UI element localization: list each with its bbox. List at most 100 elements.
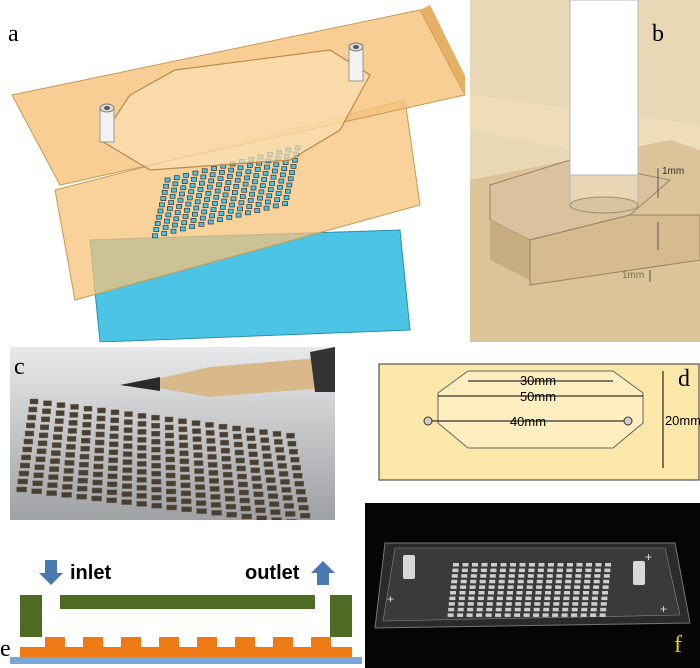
plus-mark-1: + bbox=[645, 550, 652, 564]
micropillar bbox=[290, 456, 300, 463]
micropillar bbox=[286, 519, 297, 520]
micropillar bbox=[151, 414, 160, 421]
micropillar bbox=[122, 459, 133, 465]
micropillar bbox=[181, 498, 192, 505]
micropillar bbox=[67, 428, 77, 434]
outlet-arrow bbox=[311, 561, 335, 585]
channel-left-wall bbox=[20, 595, 42, 637]
micropillar bbox=[110, 409, 120, 416]
micropillar bbox=[165, 464, 176, 471]
micropillar bbox=[487, 596, 494, 601]
micropillar bbox=[542, 613, 549, 617]
micropillar bbox=[477, 602, 484, 606]
micropillar bbox=[20, 462, 30, 469]
micropillar bbox=[286, 432, 295, 439]
micropillar bbox=[457, 607, 464, 612]
micropillar bbox=[600, 602, 607, 606]
micropillar bbox=[537, 574, 544, 578]
micropillar bbox=[49, 466, 60, 472]
micropillar bbox=[292, 157, 298, 163]
micropillar bbox=[34, 464, 45, 471]
micropillar bbox=[240, 505, 251, 512]
micropillar bbox=[178, 434, 188, 441]
micropillar bbox=[228, 167, 235, 173]
micropillar bbox=[295, 488, 306, 495]
micropillar bbox=[137, 429, 147, 435]
panel-e-cross-section: inlet outlet bbox=[10, 560, 362, 664]
micropillar bbox=[163, 183, 169, 189]
micropillar bbox=[79, 453, 90, 460]
micropillar bbox=[250, 185, 257, 191]
micropillar bbox=[166, 504, 177, 511]
micropillar bbox=[107, 465, 118, 472]
micropillar bbox=[136, 485, 147, 491]
micropillar bbox=[235, 212, 242, 218]
micropillar bbox=[563, 596, 570, 601]
micropillar bbox=[534, 602, 541, 606]
micropillar bbox=[245, 427, 255, 434]
micropillar bbox=[189, 183, 196, 188]
micropillar bbox=[490, 568, 497, 573]
micropillar bbox=[40, 424, 50, 431]
panel-d-dimensions: 30mm 50mm 40mm 20mm bbox=[378, 363, 700, 481]
micropillar bbox=[50, 458, 60, 464]
micropillar bbox=[165, 472, 176, 479]
micropillar bbox=[466, 613, 473, 617]
micropillar bbox=[449, 596, 456, 601]
micropillar bbox=[450, 585, 457, 589]
panel-c: c bbox=[10, 347, 335, 520]
photo-micropillar-array bbox=[16, 398, 311, 520]
micropillar bbox=[448, 607, 455, 612]
dim-30mm: 30mm bbox=[520, 373, 556, 388]
micropillar bbox=[593, 585, 600, 589]
plus-mark-2: + bbox=[660, 602, 667, 616]
micropillar bbox=[151, 422, 160, 429]
micropillar bbox=[277, 184, 283, 190]
micropillar bbox=[584, 574, 591, 578]
micropillar bbox=[510, 563, 516, 567]
micropillar bbox=[179, 466, 190, 473]
micropillar bbox=[537, 568, 544, 573]
dim-40mm: 40mm bbox=[510, 414, 546, 429]
micropillar bbox=[290, 164, 297, 169]
micropillar bbox=[96, 423, 106, 430]
micropillar bbox=[151, 462, 161, 469]
micropillar bbox=[263, 461, 273, 467]
micropillar bbox=[180, 482, 191, 489]
cross-section-pillars bbox=[45, 637, 331, 647]
micropillar bbox=[220, 439, 229, 446]
micropillar bbox=[174, 210, 181, 215]
micropillar bbox=[259, 429, 268, 435]
micropillar bbox=[237, 206, 243, 212]
micropillar bbox=[83, 413, 92, 420]
micropillar bbox=[28, 406, 38, 413]
micropillar bbox=[151, 470, 162, 477]
micropillar bbox=[238, 481, 248, 488]
micropillar bbox=[254, 167, 261, 172]
micropillar bbox=[137, 413, 147, 419]
micropillar bbox=[191, 420, 201, 426]
micropillar bbox=[472, 563, 478, 567]
micropillar bbox=[210, 494, 221, 500]
micropillar bbox=[136, 493, 147, 499]
panel-label-c: c bbox=[14, 354, 25, 380]
micropillar bbox=[232, 190, 238, 195]
micropillar bbox=[593, 579, 600, 584]
micropillar bbox=[497, 591, 504, 595]
micropillar bbox=[516, 591, 523, 595]
micropillar bbox=[257, 195, 263, 201]
micropillar bbox=[199, 180, 205, 186]
micropillar bbox=[282, 201, 288, 206]
port-left-photo bbox=[403, 555, 415, 579]
micropillar bbox=[107, 473, 118, 480]
micropillar bbox=[453, 563, 459, 567]
micropillar bbox=[514, 607, 521, 612]
micropillar bbox=[590, 607, 597, 612]
micropillar bbox=[192, 436, 202, 442]
micropillar bbox=[123, 443, 133, 449]
micropillar bbox=[37, 440, 48, 447]
micropillar bbox=[471, 568, 478, 573]
micropillar bbox=[261, 445, 271, 451]
micropillar bbox=[219, 431, 229, 438]
micropillar bbox=[185, 201, 192, 207]
